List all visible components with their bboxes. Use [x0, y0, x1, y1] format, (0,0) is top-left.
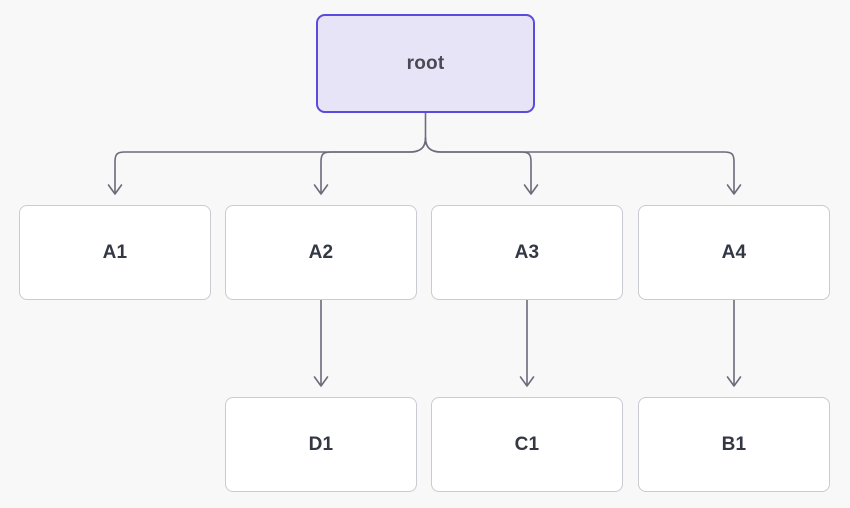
- arrowhead-D1: [313, 376, 329, 387]
- edge-root-to-A3: [424, 137, 532, 193]
- edge-root-to-A4: [424, 137, 735, 193]
- arrowhead-A3: [523, 184, 539, 195]
- node-label-d1: D1: [308, 434, 334, 455]
- node-d1[interactable]: D1: [225, 397, 417, 492]
- edge-root-to-A2: [320, 137, 427, 193]
- node-label-a1: A1: [102, 242, 128, 263]
- node-label-a3: A3: [514, 242, 540, 263]
- node-a1[interactable]: A1: [19, 205, 211, 300]
- arrowhead-A2: [313, 184, 329, 195]
- node-c1[interactable]: C1: [431, 397, 623, 492]
- arrowhead-C1: [519, 376, 535, 387]
- arrowhead-A4: [726, 184, 742, 195]
- node-label-root: root: [406, 53, 445, 74]
- node-a2[interactable]: A2: [225, 205, 417, 300]
- arrowhead-B1: [726, 376, 742, 387]
- node-label-a4: A4: [721, 242, 747, 263]
- node-a3[interactable]: A3: [431, 205, 623, 300]
- node-a4[interactable]: A4: [638, 205, 830, 300]
- node-label-b1: B1: [721, 434, 747, 455]
- arrowhead-A1: [107, 184, 123, 195]
- node-root[interactable]: root: [316, 14, 535, 113]
- node-label-a2: A2: [308, 242, 334, 263]
- node-label-c1: C1: [514, 434, 540, 455]
- node-b1[interactable]: B1: [638, 397, 830, 492]
- edge-root-to-A1: [114, 137, 427, 193]
